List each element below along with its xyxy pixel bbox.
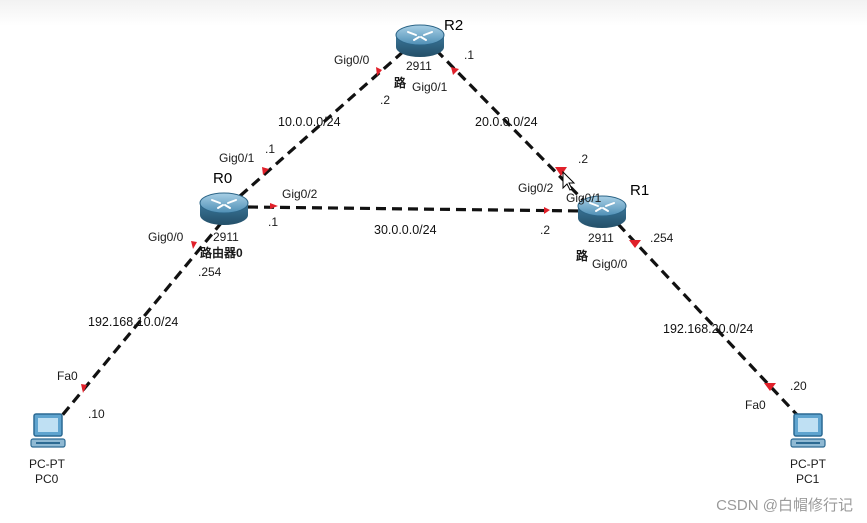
port-marker-r0-gig01 <box>262 167 269 175</box>
port-marker-r2-gig00 <box>376 67 382 76</box>
r1-gig01-ip-label: .2 <box>540 223 551 237</box>
port-marker-r0-gig00 <box>191 241 197 249</box>
link-r1-pc1[interactable] <box>616 222 802 420</box>
pc0-name-label: PC0 <box>35 472 59 486</box>
network-label-r0-r1: 30.0.0.0/24 <box>374 223 437 237</box>
r2-caption-label: 路 <box>394 76 407 90</box>
r0-model-label: 2911 <box>213 230 239 244</box>
link-r2-r1[interactable] <box>434 48 585 202</box>
r0-gig01-label: Gig0/1 <box>219 151 255 165</box>
r0-gig02-label: Gig0/2 <box>282 187 318 201</box>
r0-caption-label: 路由器0 <box>200 246 243 260</box>
r1-caption-label: 路 <box>576 249 589 263</box>
port-marker-r1-gig00 <box>629 240 641 248</box>
port-marker-pc0-fa0 <box>81 384 87 393</box>
r1-name-label: R1 <box>630 182 650 199</box>
link-r0-r1[interactable] <box>247 205 584 213</box>
r0-gig01-ip-label: .1 <box>265 142 276 156</box>
r0-name-label: R0 <box>213 170 233 187</box>
router-r0-icon[interactable] <box>199 192 249 226</box>
pc1-type-label: PC-PT <box>790 457 826 471</box>
r2-gig00-ip-label: .2 <box>380 93 391 107</box>
r0-gig00-label: Gig0/0 <box>148 230 184 244</box>
r1-gig02-label: Gig0/2 <box>518 181 554 195</box>
r2-model-label: 2911 <box>406 59 432 73</box>
pc0-ip-label: .10 <box>88 407 105 421</box>
r1-gig01-label: Gig0/1 <box>566 191 602 205</box>
port-marker-r0-gig02 <box>270 203 278 209</box>
port-marker-pc1-fa0 <box>764 383 776 391</box>
network-label-r2-r1: 20.0.0.0/24 <box>475 115 538 129</box>
pc1-fa0-label: Fa0 <box>745 398 766 412</box>
network-label-r0-pc0: 192.168.10.0/24 <box>88 315 179 329</box>
r2-gig01-ip-label: .1 <box>464 48 475 62</box>
port-marker-r2-gig01 <box>451 67 459 75</box>
mouse-cursor-icon <box>562 170 576 191</box>
r1-gig02-ip-label: .2 <box>578 152 589 166</box>
pc1-name-label: PC1 <box>796 472 820 486</box>
pc1-icon[interactable] <box>790 413 826 448</box>
network-label-r1-pc1: 192.168.20.0/24 <box>663 322 754 336</box>
link-r0-pc0[interactable] <box>58 220 224 420</box>
r1-model-label: 2911 <box>588 231 614 245</box>
r0-gig00-ip-label: .254 <box>198 265 222 279</box>
network-label-r0-r2: 10.0.0.0/24 <box>278 115 341 129</box>
r1-gig00-ip-label: .254 <box>650 231 674 245</box>
router-r2-icon[interactable] <box>395 24 445 58</box>
pc0-icon[interactable] <box>30 413 66 448</box>
pc0-type-label: PC-PT <box>29 457 65 471</box>
r2-gig01-label: Gig0/1 <box>412 80 448 94</box>
r2-gig00-label: Gig0/0 <box>334 53 370 67</box>
r1-gig00-label: Gig0/0 <box>592 257 628 271</box>
pc0-fa0-label: Fa0 <box>57 369 78 383</box>
port-marker-r1-gig02 <box>555 167 567 176</box>
port-marker-r1-gig01 <box>544 207 550 214</box>
r0-gig02-ip-label: .1 <box>268 215 279 229</box>
pc1-ip-label: .20 <box>790 379 807 393</box>
watermark: CSDN @白帽修行记 <box>716 497 853 514</box>
top-band <box>0 0 867 26</box>
r2-name-label: R2 <box>444 17 464 34</box>
